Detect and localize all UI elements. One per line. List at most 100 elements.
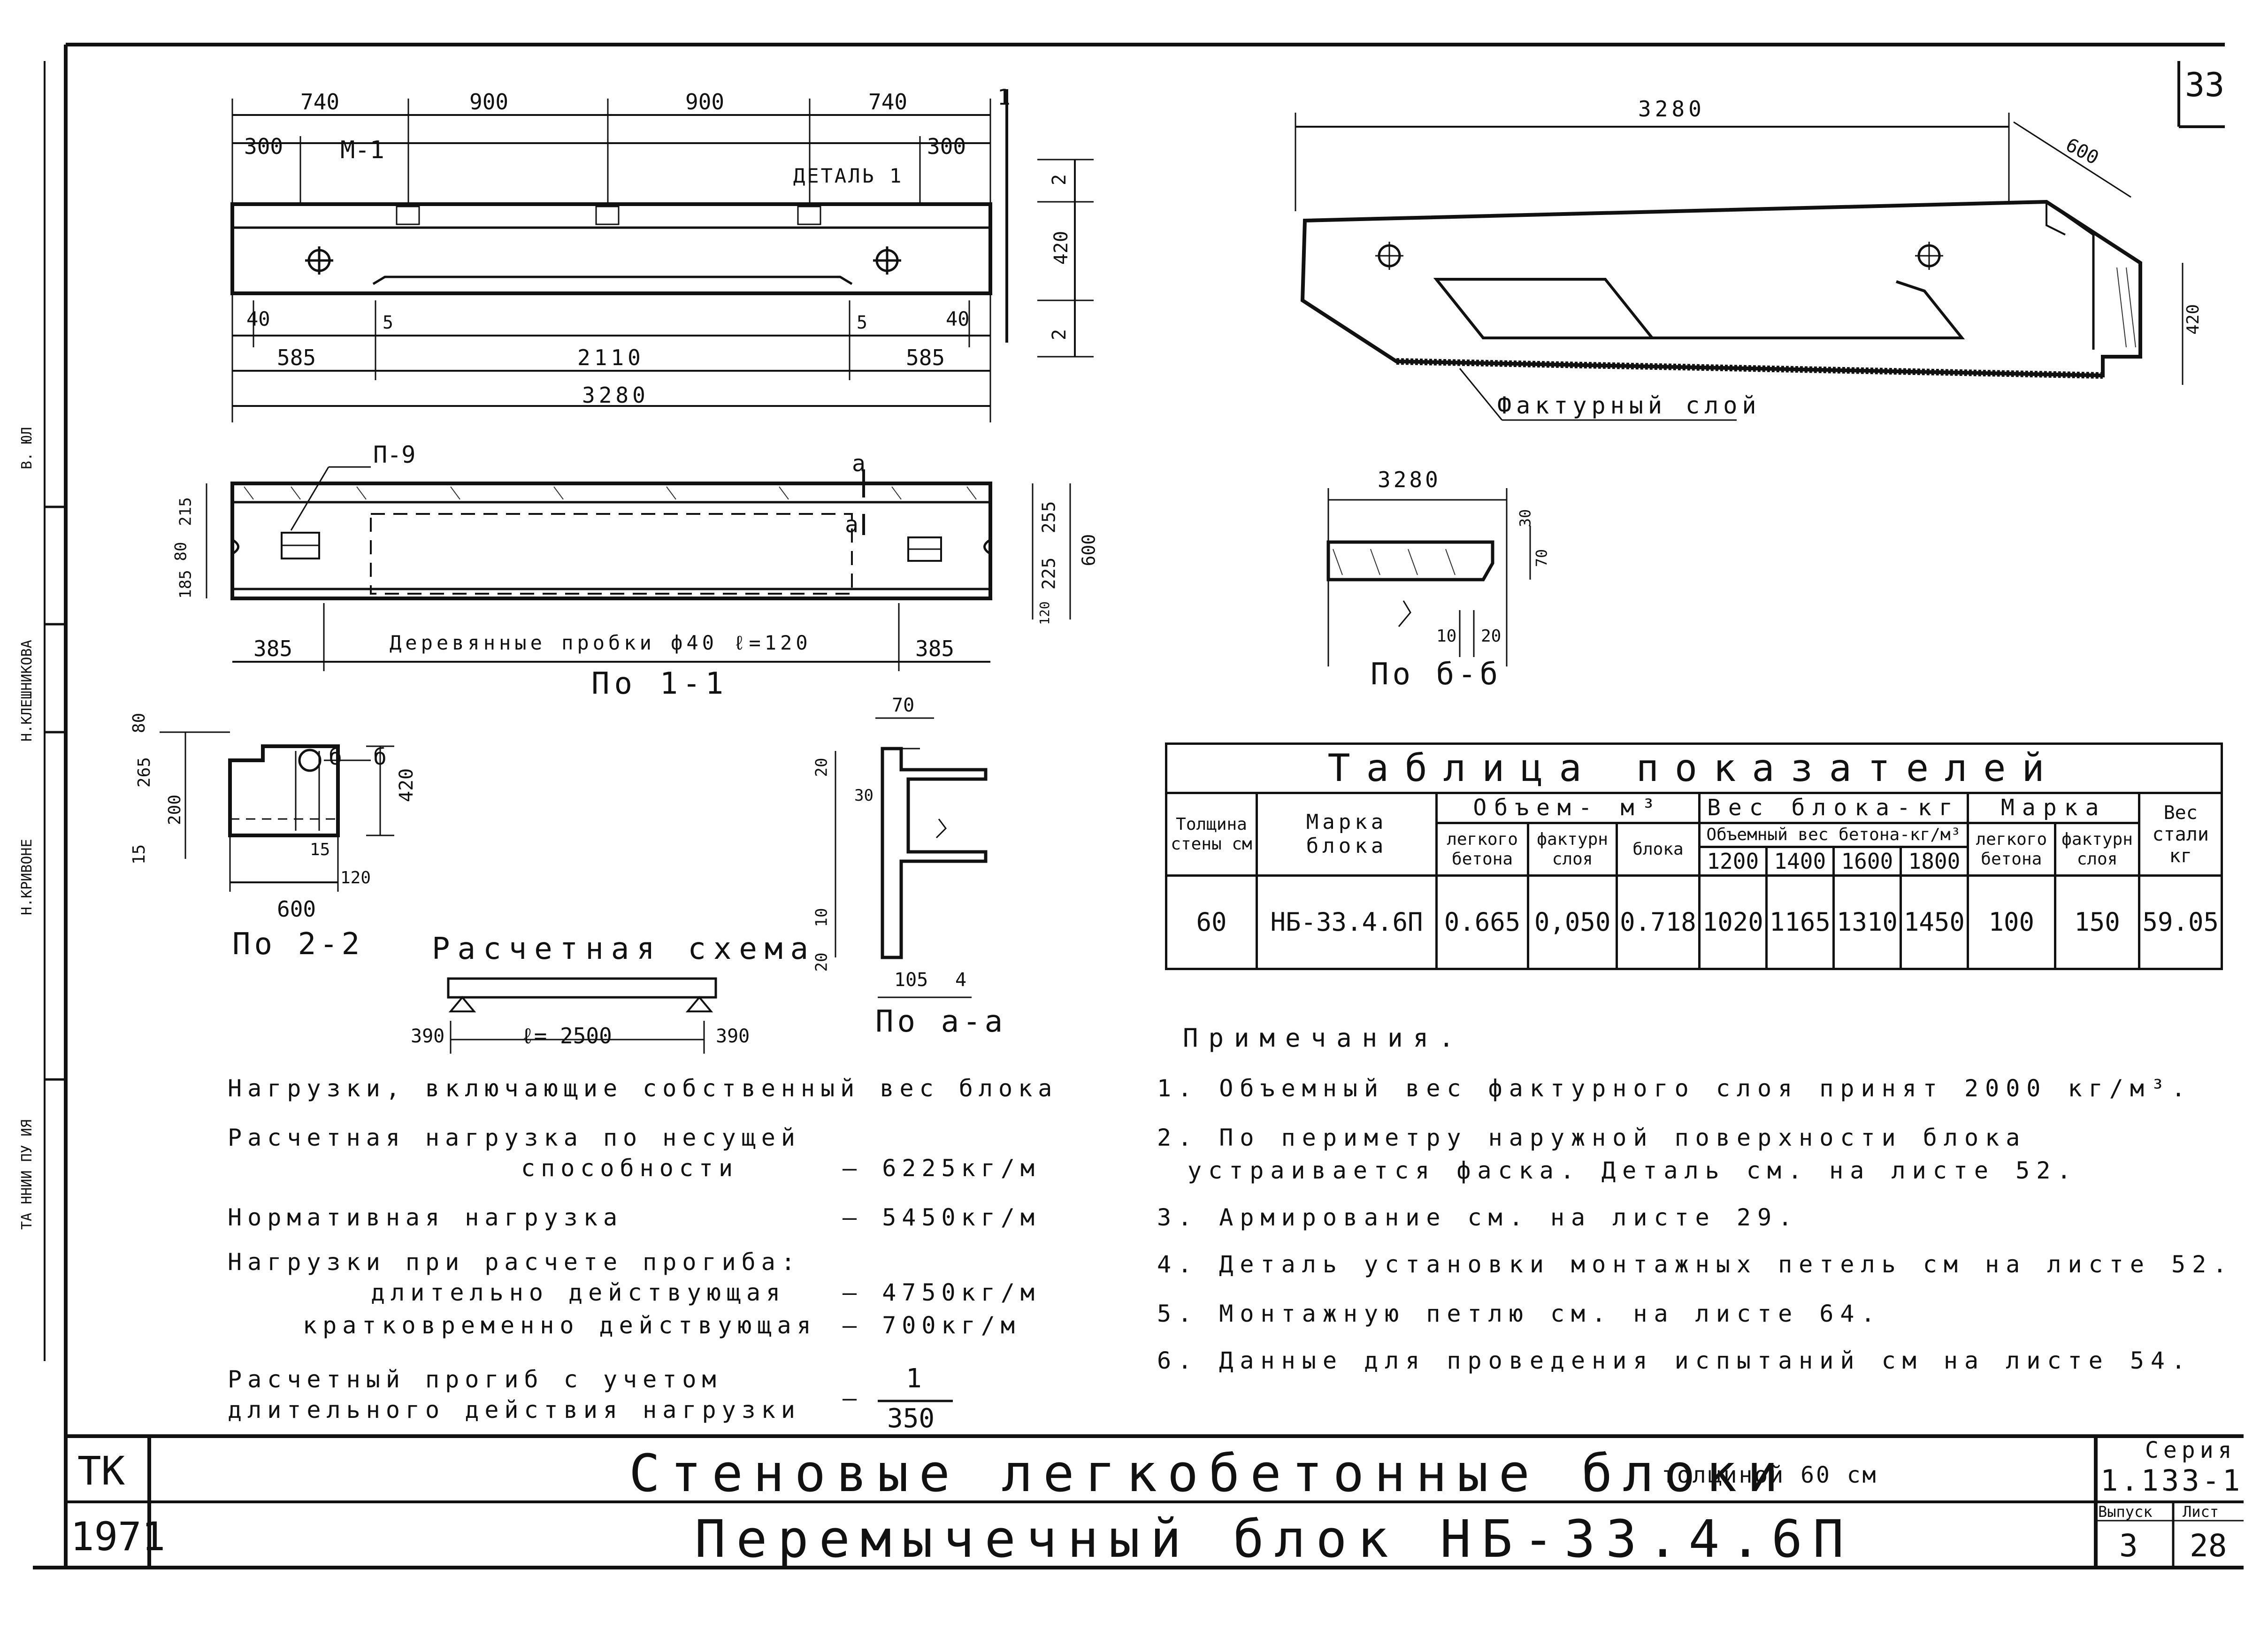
- elev-insert-label: М-1: [340, 136, 384, 164]
- note-4: 4. Деталь установки монтажных петель см …: [1157, 1251, 2234, 1278]
- saa-dim-2: 30: [854, 786, 873, 805]
- saa-caption: По а-а: [875, 1004, 1007, 1039]
- load-2-label: Нормативная нагрузка: [228, 1204, 623, 1231]
- elev-dim-1: 740: [300, 89, 340, 115]
- indicators-table: Таблица показателей Толщина стены см Мар…: [1165, 742, 2223, 971]
- plan-rdim-3: 120: [1036, 601, 1052, 625]
- loads-heading: Нагрузки, включающие собственный вес бло…: [228, 1075, 1058, 1102]
- td-mark: НБ-33.4.6П: [1256, 874, 1438, 971]
- elev-span-3: 585: [906, 345, 945, 370]
- load-5-label: Расчетный прогиб с учетом: [228, 1366, 722, 1393]
- load-1-label2: способности: [521, 1155, 739, 1182]
- th-thickness: Толщина стены см: [1165, 791, 1258, 877]
- th-grade: Марка: [1966, 791, 2141, 825]
- scheme-span: ℓ= 2500: [521, 1023, 612, 1048]
- sbb-dim-2: 70: [1532, 549, 1551, 567]
- s22-small-2: 120: [340, 868, 371, 888]
- plan-overall-height: 600: [1078, 534, 1099, 566]
- th-grade-light: легкого бетона: [1966, 822, 2056, 877]
- tb-series: 1.133-1: [2100, 1463, 2243, 1498]
- side-stamp-1: Н.КРИВОНЕ: [19, 839, 35, 915]
- td-w1600: 1310: [1832, 874, 1902, 971]
- tb-year: 1971: [70, 1514, 166, 1560]
- th-weight-hdr: Объемный вес бетона-кг/м³: [1698, 822, 1969, 848]
- td-w1800: 1450: [1899, 874, 1969, 971]
- td-steel: 59.05: [2138, 874, 2223, 971]
- th-w1400: 1400: [1765, 845, 1835, 877]
- plan-rdim-2: 225: [1038, 557, 1059, 590]
- th-w1600: 1600: [1832, 845, 1902, 877]
- deflection-num: 1: [906, 1363, 922, 1394]
- plan-insert-label: П-9: [373, 441, 416, 468]
- sbb-dim-1: 30: [1516, 509, 1534, 528]
- elev-section-mark: 1: [997, 84, 1011, 110]
- elev-right-offset: 300: [927, 134, 966, 159]
- plan-plugs-label: Деревянные пробки ф40 ℓ=120: [390, 631, 812, 654]
- sheet-number: 33: [2185, 66, 2225, 104]
- plan-ldim-3: 215: [176, 497, 195, 526]
- tb-title-1: Стеновые легкобетонные блоки: [629, 1443, 1789, 1503]
- note-3: 3. Армирование см. на листе 29.: [1157, 1204, 1799, 1231]
- s22-height: 420: [396, 768, 418, 803]
- load-3-label2: длительно действующая: [371, 1279, 786, 1306]
- iso-length: 3280: [1638, 96, 1705, 122]
- load-2-value: – 5450кг/м: [843, 1204, 1041, 1231]
- iso-height: 420: [2184, 304, 2203, 335]
- table-caption: Таблица показателей: [1165, 742, 2223, 794]
- td-block: 0.718: [1616, 874, 1701, 971]
- s22-dim-1: 80: [130, 712, 149, 734]
- scheme-left: 390: [411, 1025, 445, 1047]
- saa-top: 70: [892, 695, 915, 716]
- load-3-value: – 4750кг/м: [843, 1279, 1041, 1306]
- elev-bdim-2: 5: [383, 312, 393, 333]
- tb-sheet-label: Лист: [2183, 1503, 2219, 1521]
- elev-bdim-4: 40: [946, 307, 970, 330]
- td-thickness: 60: [1165, 874, 1258, 971]
- elev-bdim-1: 40: [246, 307, 270, 330]
- elev-bdim-3: 5: [857, 312, 867, 333]
- tb-org: ТК: [77, 1448, 125, 1494]
- s22-dim-4: 15: [130, 844, 149, 865]
- th-mark: Марка блока: [1256, 791, 1438, 877]
- note-2b: устраивается фаска. Деталь см. на листе …: [1188, 1157, 2078, 1184]
- plan-ldim-2: 80: [171, 542, 191, 561]
- load-1-value: – 6225кг/м: [843, 1155, 1041, 1182]
- load-1-label: Расчетная нагрузка по несущей: [228, 1124, 801, 1151]
- plan-section-mark-bottom: а: [845, 512, 858, 538]
- s22-caption: По 2-2: [232, 927, 364, 962]
- s22-dim-3: 200: [165, 794, 185, 826]
- notes-title: Примечания.: [1183, 1023, 1464, 1053]
- elev-h-1: 2: [1049, 174, 1071, 186]
- saa-bdim-1: 105: [894, 969, 928, 991]
- note-5: 5. Монтажную петлю см. на листе 64.: [1157, 1300, 1882, 1327]
- th-block: блока: [1616, 822, 1701, 877]
- saa-dim-3: 10: [812, 908, 831, 927]
- tb-issue-label: Выпуск: [2098, 1503, 2153, 1521]
- load-5-value: –: [843, 1385, 863, 1412]
- s22-mark-2: б: [373, 744, 387, 770]
- side-stamp-4: В. ЮЛ: [19, 427, 35, 469]
- elev-span-2: 2110: [577, 345, 644, 370]
- tb-series-label: Серия: [2145, 1437, 2237, 1463]
- scheme-right: 390: [716, 1025, 750, 1047]
- plan-span-left: 385: [253, 636, 293, 661]
- tb-title-2: Перемычечный блок НБ-33.4.6П: [695, 1509, 1854, 1569]
- saa-dim-1: 20: [812, 758, 831, 777]
- tb-issue: 3: [2119, 1528, 2138, 1564]
- elev-span-1: 585: [277, 345, 316, 370]
- elev-dim-4: 740: [868, 89, 908, 115]
- side-stamp-3: Н.КЛЕШНИКОВА: [19, 640, 35, 742]
- iso-layer-label: Фактурный слой: [1497, 392, 1761, 419]
- th-facing: фактурн слоя: [1527, 822, 1618, 877]
- note-2: 2. По периметру наружной поверхности бло…: [1157, 1124, 2027, 1151]
- th-w1800: 1800: [1899, 845, 1969, 877]
- elev-h-3: 2: [1049, 329, 1071, 341]
- sbb-caption: По б-б: [1371, 657, 1502, 692]
- sbb-dim-4: 20: [1481, 627, 1502, 646]
- th-volume: Объем- м³: [1435, 791, 1701, 825]
- load-4-value: – 700кг/м: [843, 1312, 1020, 1339]
- sbb-dim-3: 10: [1436, 627, 1457, 646]
- deflection-den: 350: [887, 1403, 935, 1434]
- s22-mark-1: б: [329, 744, 342, 770]
